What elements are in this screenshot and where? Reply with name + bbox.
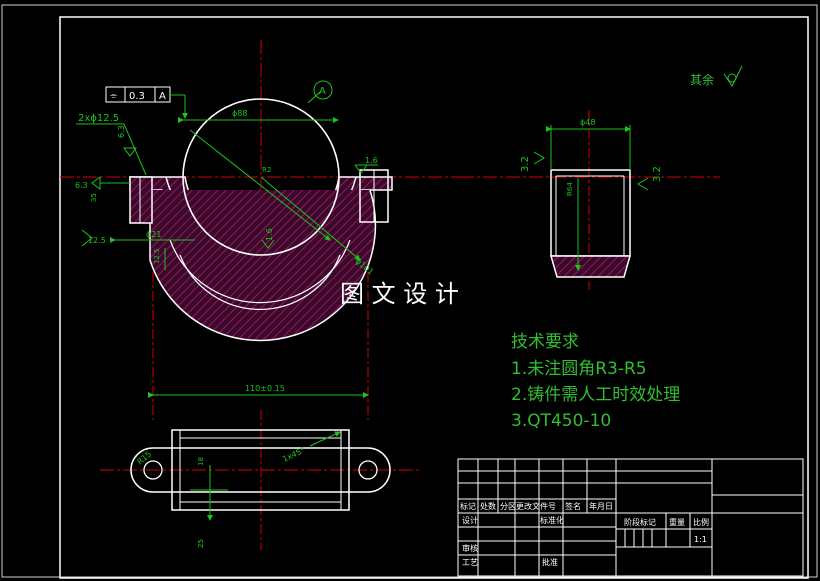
tolerance-frame: ⌯ 0.3 A bbox=[105, 86, 188, 119]
sheet-inner-border bbox=[59, 16, 809, 579]
tb-header: 标记 bbox=[460, 501, 476, 511]
title-block bbox=[457, 458, 804, 577]
dim-bore: ϕ21 bbox=[146, 230, 161, 239]
svg-text:⌯: ⌯ bbox=[110, 91, 118, 101]
side-dim-inner: R64 bbox=[566, 182, 574, 196]
tb-scale: 比例 bbox=[693, 517, 709, 527]
tech-requirements: 技术要求 1.未注圆角R3-R5 2.铸件需人工时效处理 3.QT450-10 bbox=[511, 332, 680, 431]
tb-header: 分区 bbox=[500, 502, 516, 511]
side-dim-width: ϕ48 bbox=[580, 118, 595, 127]
tech-req-item: 2.铸件需人工时效处理 bbox=[511, 385, 680, 405]
bottom-view: 110±0.15 1x45° R15 18 25 bbox=[100, 384, 420, 550]
bottom-dim-r: R15 bbox=[136, 450, 154, 467]
svg-text:R2: R2 bbox=[262, 166, 271, 174]
tb-design: 设计 bbox=[462, 515, 478, 525]
bottom-dim-a: 18 bbox=[197, 457, 205, 466]
side-view: ϕ48 3.2 3.2 R64 bbox=[460, 110, 720, 290]
tech-req-item: 3.QT450-10 bbox=[511, 411, 611, 431]
roughness-left-2: 6.3 bbox=[75, 181, 88, 190]
front-view: ϕ88 ϕ101 R2 A ⌯ 0.3 A 2xϕ12.5 6.3 6.3 12… bbox=[60, 40, 460, 420]
side-roughness-left: 3.2 bbox=[520, 156, 531, 172]
hole-callout: 2xϕ12.5 bbox=[78, 113, 119, 124]
tb-scale-value: 1:1 bbox=[694, 535, 707, 544]
roughness-left-1: 6.3 bbox=[117, 125, 126, 138]
bottom-dim-b: 25 bbox=[197, 539, 205, 548]
tb-weight: 重量 bbox=[669, 517, 685, 527]
tech-req-item: 1.未注圆角R3-R5 bbox=[511, 359, 647, 379]
roughness-right: 1.6 bbox=[365, 156, 378, 165]
roughness-left-3: 12.5 bbox=[88, 236, 106, 245]
tb-header: 年月日 bbox=[589, 501, 613, 511]
dim-top-diameter: ϕ88 bbox=[232, 109, 247, 118]
tb-process: 工艺 bbox=[462, 558, 478, 567]
tech-req-title: 技术要求 bbox=[511, 332, 579, 352]
tolerance-datum: A bbox=[159, 91, 166, 102]
tolerance-value: 0.3 bbox=[129, 91, 145, 102]
watermark-text: 图 文 设 计 bbox=[340, 280, 459, 308]
tb-header: 更改文件号 bbox=[516, 501, 556, 511]
roughness-bottom: 1.6 bbox=[265, 228, 274, 241]
dim-small: 35 bbox=[90, 193, 98, 202]
dim-height: 12.5 bbox=[153, 248, 161, 264]
tb-header: 签名 bbox=[565, 501, 581, 511]
tb-standard: 标准化 bbox=[540, 515, 564, 525]
tb-header: 处数 bbox=[480, 501, 496, 511]
datum-a-label: A bbox=[319, 86, 326, 97]
side-roughness-right: 3.2 bbox=[652, 166, 663, 182]
tb-stage-mark: 阶段标记 bbox=[624, 517, 656, 527]
surface-finish-note: 其余 bbox=[690, 72, 714, 87]
tb-review: 审核 bbox=[462, 543, 478, 553]
sheet-outer-border bbox=[1, 4, 818, 578]
tb-approve: 批准 bbox=[542, 557, 558, 567]
bottom-dim-overall: 110±0.15 bbox=[245, 384, 285, 393]
roughness-symbol bbox=[723, 65, 743, 87]
